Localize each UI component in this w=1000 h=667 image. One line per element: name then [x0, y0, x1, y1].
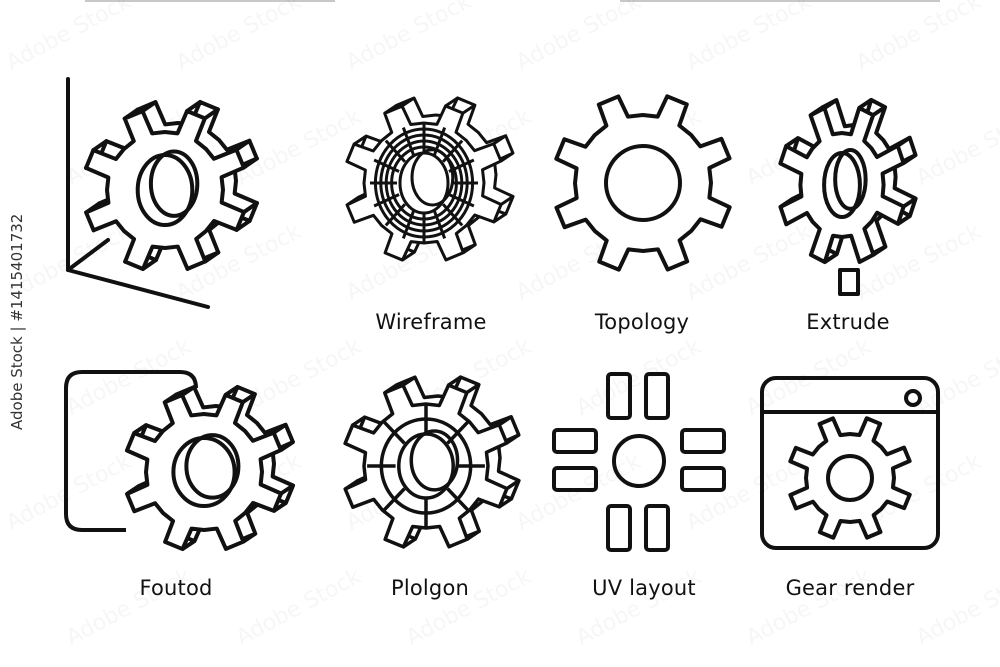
watermark-text: Adobe Stock — [342, 0, 475, 76]
gear-wireframe-icon — [330, 80, 530, 280]
gear-3d-axes-icon — [60, 75, 280, 315]
watermark-text: Adobe Stock — [2, 0, 135, 76]
label-foutod: Foutod — [139, 576, 213, 600]
watermark-text: Adobe Stock — [512, 0, 645, 76]
stock-id: Adobe Stock | #1415401732 — [8, 213, 26, 430]
label-plolgon: Plolgon — [390, 576, 470, 600]
gear-render-window-icon — [758, 374, 943, 554]
top-rule-left — [85, 0, 335, 2]
label-gear-render: Gear render — [785, 576, 915, 600]
top-rule-right — [620, 0, 940, 2]
uv-layout-icon — [548, 368, 728, 558]
gear-frame-icon — [62, 368, 302, 568]
label-wireframe: Wireframe — [375, 310, 487, 334]
label-uv-layout: UV layout — [592, 576, 696, 600]
watermark-text: Adobe Stock — [682, 0, 815, 76]
label-extrude: Extrude — [806, 310, 890, 334]
gear-polygon-icon — [330, 368, 530, 568]
gear-topology-icon — [545, 85, 745, 285]
label-topology: Topology — [594, 310, 690, 334]
watermark-text: Adobe Stock — [852, 0, 985, 76]
watermark-text: Adobe Stock — [172, 0, 305, 76]
gear-extrude-icon — [760, 80, 940, 300]
